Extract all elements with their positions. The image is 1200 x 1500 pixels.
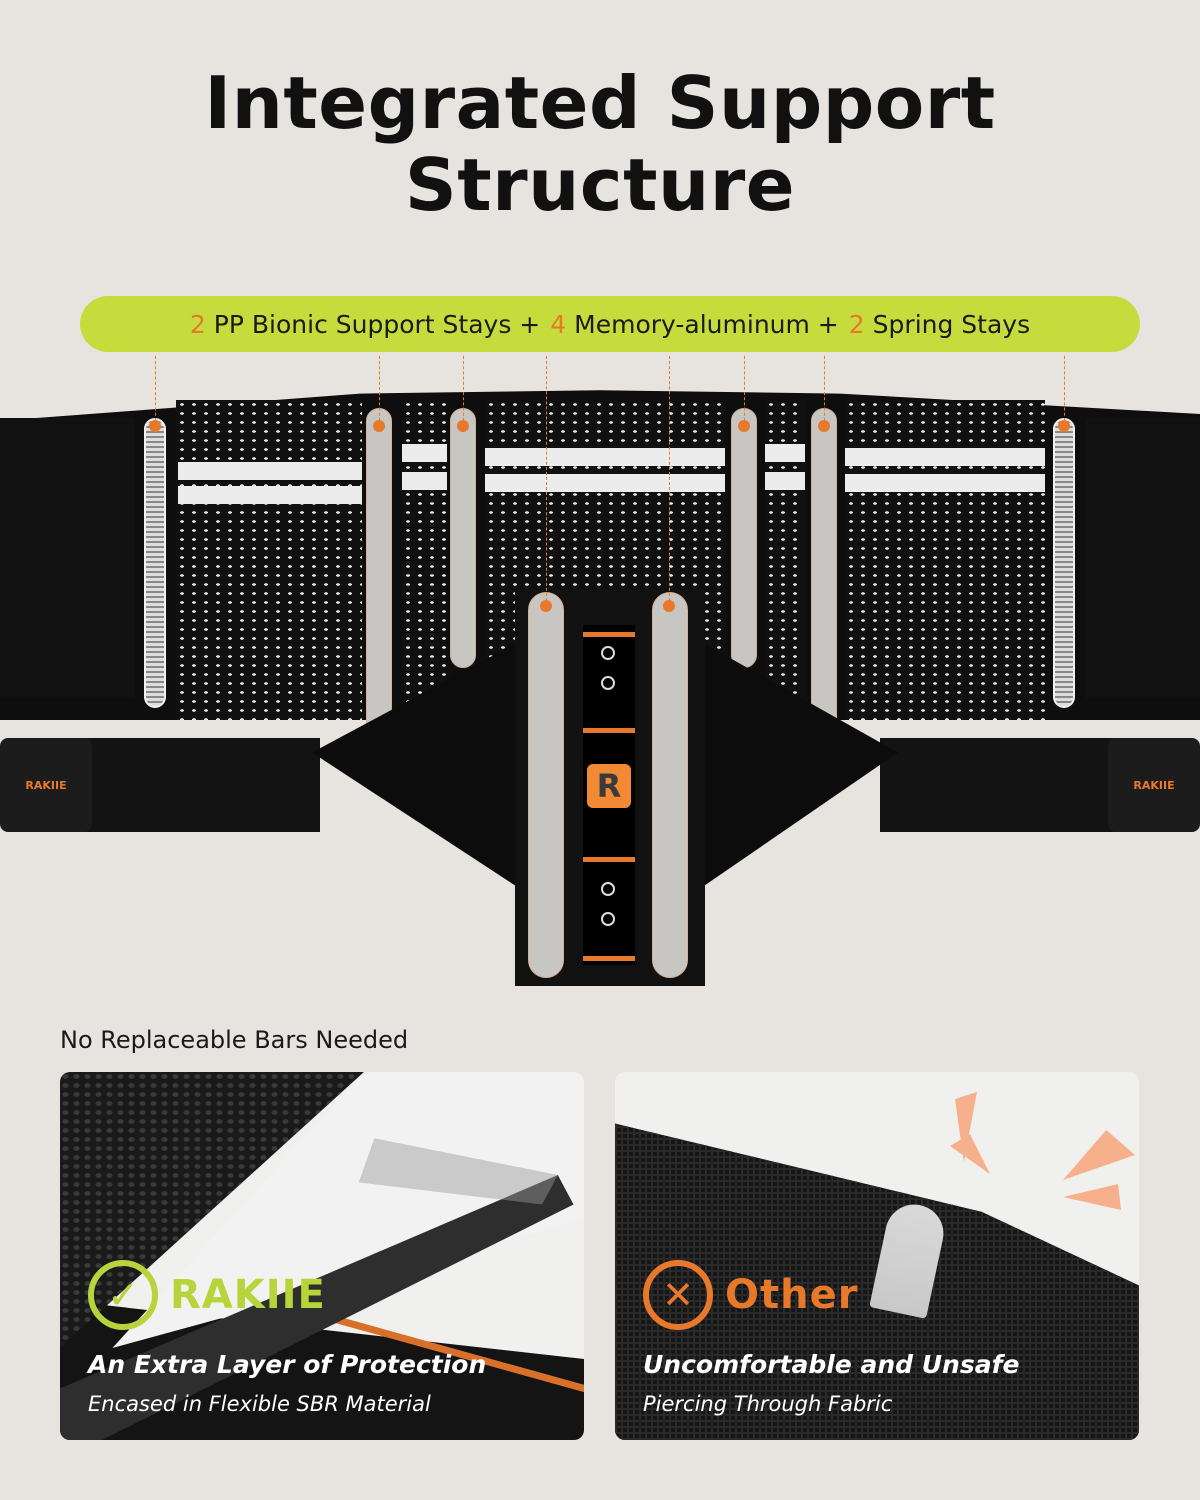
strap-left: [60, 738, 320, 832]
badge-other: ✕ Other: [643, 1260, 858, 1330]
badge-label: RAKIIE: [170, 1272, 326, 1318]
guide-line: [824, 356, 825, 426]
spec-count-aluminum: 4: [550, 309, 567, 339]
memory-aluminum-stay-center-left: [528, 592, 564, 978]
guide-line: [155, 356, 156, 426]
x-circle-icon: ✕: [643, 1260, 713, 1330]
title-line-1: Integrated Support: [204, 61, 996, 145]
check-circle-icon: ✓: [88, 1260, 158, 1330]
card-subheading: Piercing Through Fabric: [643, 1392, 893, 1416]
white-stripe: [485, 448, 725, 466]
spec-label-pp: PP Bionic Support Stays +: [213, 309, 541, 339]
brand-logo-icon: R: [587, 764, 631, 808]
grommet: [601, 676, 615, 690]
white-stripe: [402, 444, 447, 462]
burst-icon: [1063, 1184, 1121, 1210]
marker-dot: [540, 600, 552, 612]
velcro-panel-right: [1085, 418, 1200, 698]
badge-label: Other: [725, 1272, 859, 1318]
strap-end-right: RAKIIE: [1108, 738, 1200, 832]
marker-dot: [373, 420, 385, 432]
marker-dot: [738, 420, 750, 432]
velcro-panel-left: [0, 418, 135, 698]
center-orange-band: [583, 632, 635, 637]
title-line-2: Structure: [404, 143, 796, 227]
guide-line: [379, 356, 380, 426]
spec-pill: 2 PP Bionic Support Stays + 4 Memory-alu…: [80, 296, 1140, 352]
white-stripe: [178, 462, 362, 480]
center-orange-band: [583, 956, 635, 961]
white-stripe: [402, 472, 447, 490]
guide-line: [546, 356, 547, 606]
burst-icon: [950, 1134, 990, 1174]
center-orange-band: [583, 728, 635, 733]
mesh-panel: [176, 400, 362, 720]
strap-end-left: RAKIIE: [0, 738, 92, 832]
card-heading: Uncomfortable and Unsafe: [643, 1350, 1020, 1379]
marker-dot: [663, 600, 675, 612]
grommet: [601, 882, 615, 896]
white-stripe: [845, 448, 1045, 466]
brand-label-right: RAKIIE: [1133, 778, 1175, 792]
marker-dot: [149, 420, 161, 432]
center-orange-band: [583, 857, 635, 862]
marker-dot: [457, 420, 469, 432]
burst-icon: [1063, 1130, 1135, 1180]
spec-count-spring: 2: [848, 309, 865, 339]
spec-label-aluminum: Memory-aluminum +: [574, 309, 839, 339]
spec-count-pp: 2: [189, 309, 206, 339]
spec-label-spring: Spring Stays: [872, 309, 1031, 339]
memory-aluminum-stay: [450, 408, 476, 668]
memory-aluminum-stay-center-right: [652, 592, 688, 978]
page-title: Integrated Support Structure: [0, 62, 1200, 226]
white-stripe: [178, 486, 362, 504]
spring-stay-left: [144, 418, 166, 708]
marker-dot: [1058, 420, 1070, 432]
card-heading: An Extra Layer of Protection: [88, 1350, 487, 1379]
spring-stay-right: [1053, 418, 1075, 708]
comparison-card-rakiie: ✓ RAKIIE An Extra Layer of Protection En…: [60, 1072, 584, 1440]
white-stripe: [485, 474, 725, 492]
guide-line: [463, 356, 464, 426]
guide-line: [669, 356, 670, 606]
pp-bionic-stay-right: [811, 408, 837, 738]
grommet: [601, 646, 615, 660]
strap-right: [880, 738, 1140, 832]
card-subheading: Encased in Flexible SBR Material: [88, 1392, 431, 1416]
grommet: [601, 912, 615, 926]
white-stripe: [765, 472, 805, 490]
memory-aluminum-stay: [731, 408, 757, 668]
fabric-texture: [615, 1123, 1139, 1440]
comparison-subtitle: No Replaceable Bars Needed: [60, 1026, 409, 1054]
comparison-card-other: ✕ Other Uncomfortable and Unsafe Piercin…: [615, 1072, 1139, 1440]
white-stripe: [845, 474, 1045, 492]
guide-line: [1064, 356, 1065, 426]
guide-line: [744, 356, 745, 426]
badge-rakiie: ✓ RAKIIE: [88, 1260, 326, 1330]
white-stripe: [765, 444, 805, 462]
pp-bionic-stay-left: [366, 408, 392, 738]
brand-label-left: RAKIIE: [25, 778, 67, 792]
marker-dot: [818, 420, 830, 432]
